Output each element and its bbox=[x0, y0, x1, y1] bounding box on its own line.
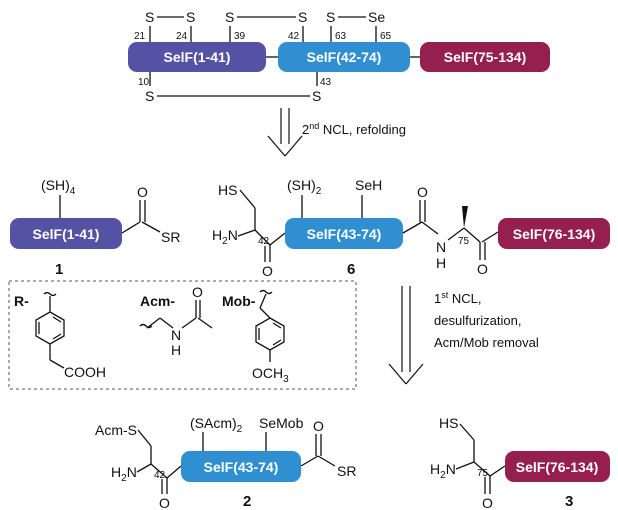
cmpd6-res-75: 75 bbox=[458, 236, 470, 247]
label-cmpd6-self-43-74: SelF(43-74) bbox=[307, 226, 382, 242]
label-self-1-41: SelF(1-41) bbox=[164, 49, 231, 65]
retro-arrow-upper bbox=[267, 108, 303, 157]
res-39: 39 bbox=[234, 31, 246, 42]
res-21: 21 bbox=[134, 31, 146, 42]
legend-r-cooh: COOH bbox=[64, 364, 106, 380]
atom-s-43: S bbox=[312, 88, 321, 104]
compound-number-2: 2 bbox=[243, 493, 251, 510]
cmpd6-nh-h: H bbox=[436, 255, 446, 271]
atom-s-10: S bbox=[145, 88, 154, 104]
label-cmpd1-self: SelF(1-41) bbox=[33, 226, 100, 242]
legend-mob: Mob- bbox=[222, 293, 256, 309]
compound-1: SelF(1-41) (SH)4 O SR 1 bbox=[10, 177, 180, 278]
cmpd6-amide-o: O bbox=[417, 184, 428, 200]
compound-number-1: 1 bbox=[55, 261, 63, 278]
cmpd1-thiols: (SH)4 bbox=[41, 177, 76, 197]
res-10: 10 bbox=[138, 77, 150, 88]
legend-mob-och3: OCH3 bbox=[252, 365, 289, 385]
res-43: 43 bbox=[320, 77, 332, 88]
cmpd2-sr: SR bbox=[337, 463, 356, 479]
label-self-75-134: SelF(75-134) bbox=[444, 49, 526, 65]
cmpd3-res-75: 75 bbox=[477, 468, 489, 479]
compound-number-6: 6 bbox=[347, 261, 355, 278]
cmpd3-hs: HS bbox=[439, 415, 458, 431]
cmpd3-o: O bbox=[482, 495, 493, 510]
cmpd6-o-42: O bbox=[262, 263, 273, 279]
label-self-42-74: SelF(42-74) bbox=[307, 49, 382, 65]
wedge-bond-75 bbox=[462, 206, 468, 228]
pill-self-1-41 bbox=[128, 42, 266, 72]
atom-s-21: S bbox=[145, 9, 154, 25]
res-42: 42 bbox=[288, 31, 300, 42]
cmpd6-h2n: H2N bbox=[212, 227, 238, 247]
atom-s-42: S bbox=[298, 9, 307, 25]
compound-2: Acm-S H2N 42 O SelF(43-74) (SAcm)2 SeMob… bbox=[95, 415, 356, 510]
legend-acm-h: H bbox=[171, 342, 181, 358]
cmpd6-nh-n: N bbox=[436, 239, 446, 255]
cmpd2-sacm: (SAcm)2 bbox=[190, 415, 243, 435]
atom-s-39: S bbox=[225, 9, 234, 25]
legend-r: R- bbox=[14, 293, 29, 309]
cmpd2-o: O bbox=[159, 495, 170, 510]
pill-cmpd3-self-76-134 bbox=[505, 451, 610, 482]
pill-self-42-74 bbox=[278, 42, 410, 72]
protecting-group-legend: R- COOH Acm- N H O Mob- OCH3 bbox=[8, 280, 357, 390]
label-cmpd2-self: SelF(43-74) bbox=[204, 459, 279, 475]
step-1st-ncl: 1st NCL, bbox=[434, 290, 481, 306]
pill-cmpd2-self-43-74 bbox=[181, 451, 301, 482]
step-2nd-ncl: 2nd NCL, refolding bbox=[302, 121, 406, 137]
legend-acm: Acm- bbox=[140, 293, 175, 309]
cmpd6-thiols: (SH)2 bbox=[287, 177, 322, 197]
cmpd1-sr: SR bbox=[161, 229, 180, 245]
retro-arrow-lower bbox=[388, 286, 424, 385]
step-desulfurization: desulfurization, bbox=[434, 313, 521, 328]
res-65: 65 bbox=[380, 31, 392, 42]
pill-cmpd1-self-1-41 bbox=[10, 218, 122, 249]
pill-cmpd6-self-76-134 bbox=[498, 218, 610, 249]
cmpd3-h2n: H2N bbox=[430, 461, 456, 481]
res-63: 63 bbox=[335, 31, 347, 42]
cmpd2-acm-s: Acm-S bbox=[95, 422, 137, 438]
res-24: 24 bbox=[176, 31, 188, 42]
label-cmpd3-self: SelF(76-134) bbox=[516, 459, 598, 475]
atom-s-24: S bbox=[186, 9, 195, 25]
cmpd2-carbonyl-o: O bbox=[313, 418, 324, 434]
legend-acm-n: N bbox=[171, 327, 181, 343]
cmpd6-seh: SeH bbox=[355, 177, 382, 193]
pill-cmpd6-self-43-74 bbox=[285, 218, 403, 249]
atom-s-63: S bbox=[326, 9, 335, 25]
compound-6: HS H2N 42 O SelF(43-74) (SH)2 SeH O N H … bbox=[212, 177, 610, 279]
cmpd6-hs: HS bbox=[218, 182, 237, 198]
folded-self-protein: SelF(1-41) SelF(42-74) SelF(75-134) S S … bbox=[128, 9, 550, 104]
atom-se-65: Se bbox=[368, 9, 385, 25]
cmpd1-carbonyl-o: O bbox=[137, 184, 148, 200]
label-cmpd6-self-76-134: SelF(76-134) bbox=[513, 226, 595, 242]
compound-number-3: 3 bbox=[565, 493, 573, 510]
step-acm-mob-removal: Acm/Mob removal bbox=[434, 335, 539, 350]
legend-acm-o: O bbox=[192, 284, 203, 300]
cmpd2-semob: SeMob bbox=[259, 415, 304, 431]
cmpd2-h2n: H2N bbox=[111, 464, 137, 484]
cmpd6-res-42: 42 bbox=[258, 236, 270, 247]
pill-self-75-134 bbox=[420, 42, 550, 72]
cmpd2-res-42: 42 bbox=[154, 470, 166, 481]
cmpd6-o-75: O bbox=[477, 261, 488, 277]
compound-3: HS H2N 75 O SelF(76-134) 3 bbox=[430, 415, 610, 510]
